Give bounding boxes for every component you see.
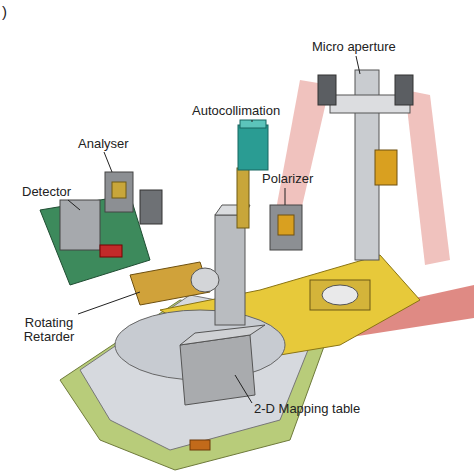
laser-beam — [405, 90, 450, 265]
analyser — [140, 190, 162, 224]
part-label: Rotating Retarder — [18, 316, 80, 345]
analyser — [105, 172, 133, 212]
part-label: Autocollimation — [192, 104, 280, 118]
leader-line — [285, 188, 286, 205]
polarizer — [270, 205, 302, 250]
autocollimation-arm — [237, 168, 249, 228]
figure-tag: ) — [2, 4, 7, 21]
beam-optics — [310, 280, 370, 310]
leader-line — [68, 200, 80, 210]
autocollimator — [240, 120, 266, 128]
leader-line — [235, 375, 252, 403]
leader-line — [252, 120, 253, 122]
beam-optics — [322, 285, 358, 305]
leader-line — [104, 152, 112, 172]
connector — [190, 440, 210, 450]
sample-holder — [215, 215, 245, 325]
autocollimator — [238, 125, 268, 170]
detector-connector — [100, 245, 122, 257]
rotating-retarder — [191, 268, 219, 292]
part-label: Detector — [22, 185, 71, 199]
detector — [60, 200, 100, 250]
leader-line — [78, 292, 140, 314]
part-label: 2-D Mapping table — [254, 402, 360, 416]
leader-line — [356, 56, 360, 74]
mapping-table — [180, 325, 265, 345]
part-label: Polarizer — [262, 172, 313, 186]
micro-aperture-tower — [318, 75, 336, 105]
polarizer — [278, 215, 294, 235]
analyser — [112, 182, 126, 198]
micro-aperture-tower — [375, 150, 397, 185]
micro-aperture-tower — [395, 75, 413, 105]
mapping-table — [180, 335, 255, 405]
part-label: Analyser — [78, 137, 129, 151]
part-label: Micro aperture — [312, 40, 396, 54]
